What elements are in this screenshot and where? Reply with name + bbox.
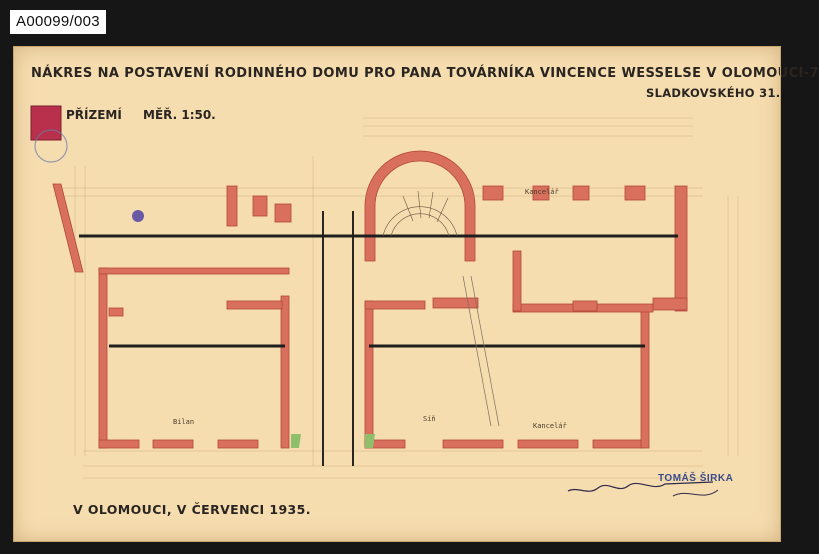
date-place-label: V OLOMOUCI, V ČERVENCI 1935. <box>73 502 311 517</box>
archive-id-label: A00099/003 <box>10 10 106 34</box>
room-label-left: Bilan <box>173 418 194 426</box>
sheet-border <box>13 46 781 542</box>
revenue-stamp <box>30 105 68 163</box>
architect-stamp-name: TOMÁŠ ŠIRKA <box>658 473 734 484</box>
address-label: SLADKOVSKÉHO 31. <box>646 86 781 100</box>
room-label-office-top: Kancelář <box>525 188 559 196</box>
room-label-office-bottom: Kancelář <box>533 422 567 430</box>
room-label-hall: Síň <box>423 415 436 423</box>
floor-label: PŘÍZEMÍ <box>66 108 122 122</box>
blueprint-sheet: Kancelář Kancelář Síň Bilan NÁKRES NA PO… <box>13 46 819 542</box>
scale-label: MĚŘ. 1:50. <box>143 108 216 122</box>
floor-plan-drawing: Kancelář Kancelář Síň Bilan <box>30 105 739 497</box>
drawing-title: NÁKRES NA POSTAVENÍ RODINNÉHO DOMU PRO P… <box>31 66 819 81</box>
